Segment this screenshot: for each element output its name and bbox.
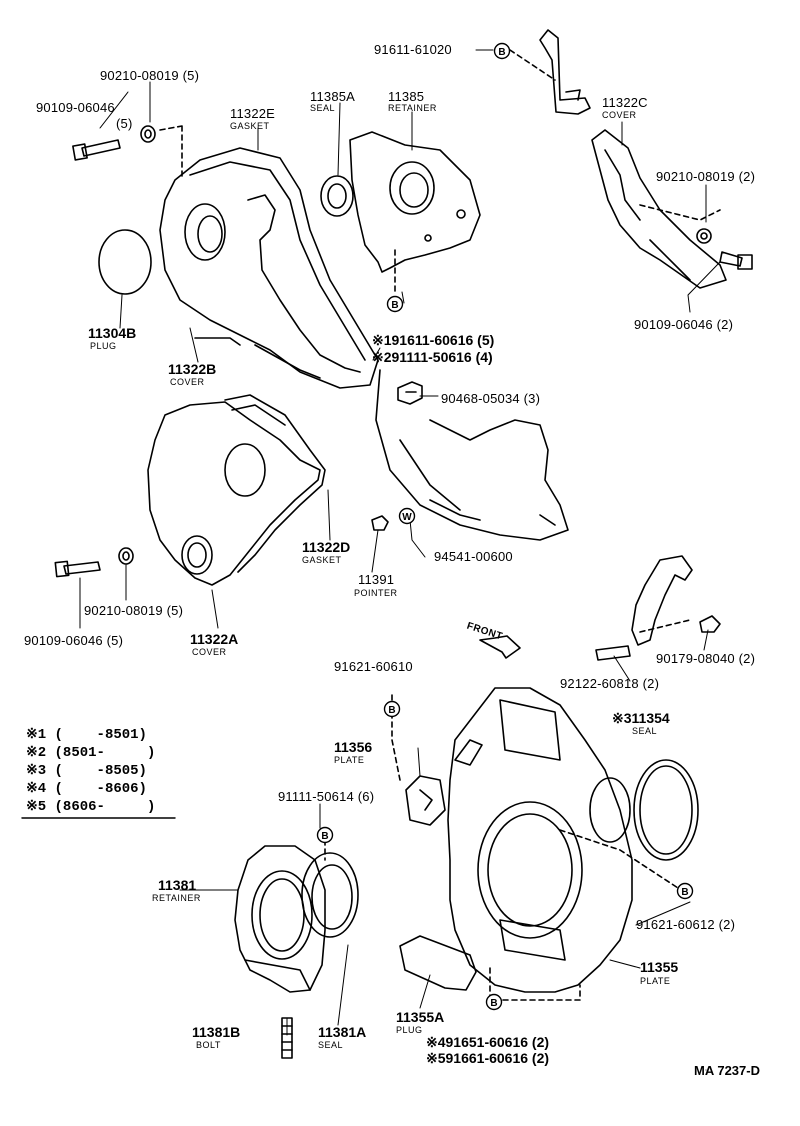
mark-b-icon: B <box>386 295 404 313</box>
part-91111-50614-label: 91111-50614 (6) <box>278 789 375 804</box>
svg-text:B: B <box>490 998 497 1009</box>
svg-text:B: B <box>498 47 505 58</box>
bracket-part <box>539 29 591 115</box>
plate-11355 <box>447 687 633 993</box>
svg-text:B: B <box>388 705 395 716</box>
part-name-label: POINTER <box>354 588 398 598</box>
part-11381a-label: 11381A <box>318 1024 367 1040</box>
part-311354-label: ※311354 <box>612 710 670 726</box>
part-11322d-label: 11322D <box>302 539 351 555</box>
part-90179-08040-label: 90179-08040 (2) <box>656 651 756 666</box>
part-name-label: BOLT <box>196 1040 221 1050</box>
plug-disc <box>98 229 152 295</box>
mark-w-icon: W <box>398 507 416 525</box>
part-90109-06046-2-label: 90109-06046 (2) <box>634 317 734 332</box>
cover-11322a <box>147 401 321 586</box>
part-11381-label: 11381 <box>158 877 197 893</box>
mark-b-icon: B <box>676 882 694 900</box>
part-name-label: GASKET <box>302 555 342 565</box>
retainer-11385 <box>349 131 481 273</box>
part-11322e-label: 11322E <box>230 106 276 121</box>
part-92122-60818-label: 92122-60818 (2) <box>560 676 660 691</box>
part-11385-label: 11385 <box>388 89 425 104</box>
part-qty-label: (5) <box>116 116 133 131</box>
part-11322b-label: 11322B <box>168 361 217 377</box>
part-name-label: COVER <box>602 110 637 120</box>
svg-text:B: B <box>681 887 688 898</box>
part-11385a-label: 11385A <box>310 89 356 104</box>
part-91661-60616-label: ※591661-60616 (2) <box>426 1050 550 1066</box>
part-91621-60612-label: 91621-60612 (2) <box>636 917 736 932</box>
part-94541-00600-label: 94541-00600 <box>434 549 513 564</box>
part-91611-60616-label: ※191611-60616 (5) <box>372 332 495 348</box>
part-90210-08019-2-label: 90210-08019 (2) <box>656 169 756 184</box>
part-name-label: GASKET <box>230 121 270 131</box>
part-90210-08019-label: 90210-08019 (5) <box>100 68 200 83</box>
part-name-label: RETAINER <box>388 103 437 113</box>
part-name-label: PLUG <box>396 1025 423 1035</box>
part-11356-label: 11356 <box>334 739 373 755</box>
part-name-label: SEAL <box>318 1040 344 1050</box>
diagram-code: MA 7237-D <box>694 1063 760 1078</box>
gasket-11322d <box>224 394 326 573</box>
part-91621-60610-label: 91621-60610 <box>334 659 413 674</box>
legend-row: ※3 ( -8505) <box>26 763 147 779</box>
part-11304b-label: 11304B <box>88 325 137 341</box>
cover-11322b <box>159 147 379 389</box>
part-91111-50616-label: ※291111-50616 (4) <box>372 349 493 365</box>
part-11322c-label: 11322C <box>602 95 648 110</box>
part-90210-08019-5-label: 90210-08019 (5) <box>84 603 184 618</box>
legend-row: ※5 (8606- ) <box>26 799 156 815</box>
engine-block-outline <box>375 369 569 541</box>
part-11322a-label: 11322A <box>190 631 239 647</box>
part-11391-label: 11391 <box>358 572 395 587</box>
part-name-label: PLATE <box>640 976 671 986</box>
part-name-label: PLATE <box>334 755 365 765</box>
part-90109-06046-label: 90109-06046 <box>36 100 115 115</box>
part-name-label: COVER <box>192 647 227 657</box>
svg-text:B: B <box>321 831 328 842</box>
legend-row: ※2 (8501- ) <box>26 745 156 761</box>
part-11355-label: 11355 <box>640 959 679 975</box>
retainer-11381 <box>234 845 326 993</box>
legend-row: ※4 ( -8606) <box>26 781 147 797</box>
part-name-label: SEAL <box>632 726 658 736</box>
mark-b-icon: B <box>493 42 511 60</box>
legend-row: ※1 ( -8501) <box>26 727 147 743</box>
part-name-label: SEAL <box>310 103 336 113</box>
mark-b-icon: B <box>316 826 334 844</box>
part-name-label: RETAINER <box>152 893 201 903</box>
leader-lines <box>79 49 721 1071</box>
part-name-label: COVER <box>170 377 205 387</box>
svg-text:W: W <box>402 512 412 523</box>
dashed-leaders <box>324 49 721 1001</box>
seal-ring <box>633 759 699 861</box>
part-name-label: PLUG <box>90 341 117 351</box>
mark-b-icon: B <box>383 700 401 718</box>
part-91651-60616-label: ※491651-60616 (2) <box>426 1034 550 1050</box>
svg-text:B: B <box>391 300 398 311</box>
part-11381b-label: 11381B <box>192 1024 241 1040</box>
part-91611-61020-label: 91611-61020 <box>374 42 452 57</box>
part-90109-06046-5-label: 90109-06046 (5) <box>24 633 124 648</box>
part-11355a-label: 11355A <box>396 1009 445 1025</box>
part-90468-05034-label: 90468-05034 (3) <box>441 391 541 406</box>
mark-b-icon: B <box>485 993 503 1011</box>
cover-11322c <box>591 129 727 289</box>
